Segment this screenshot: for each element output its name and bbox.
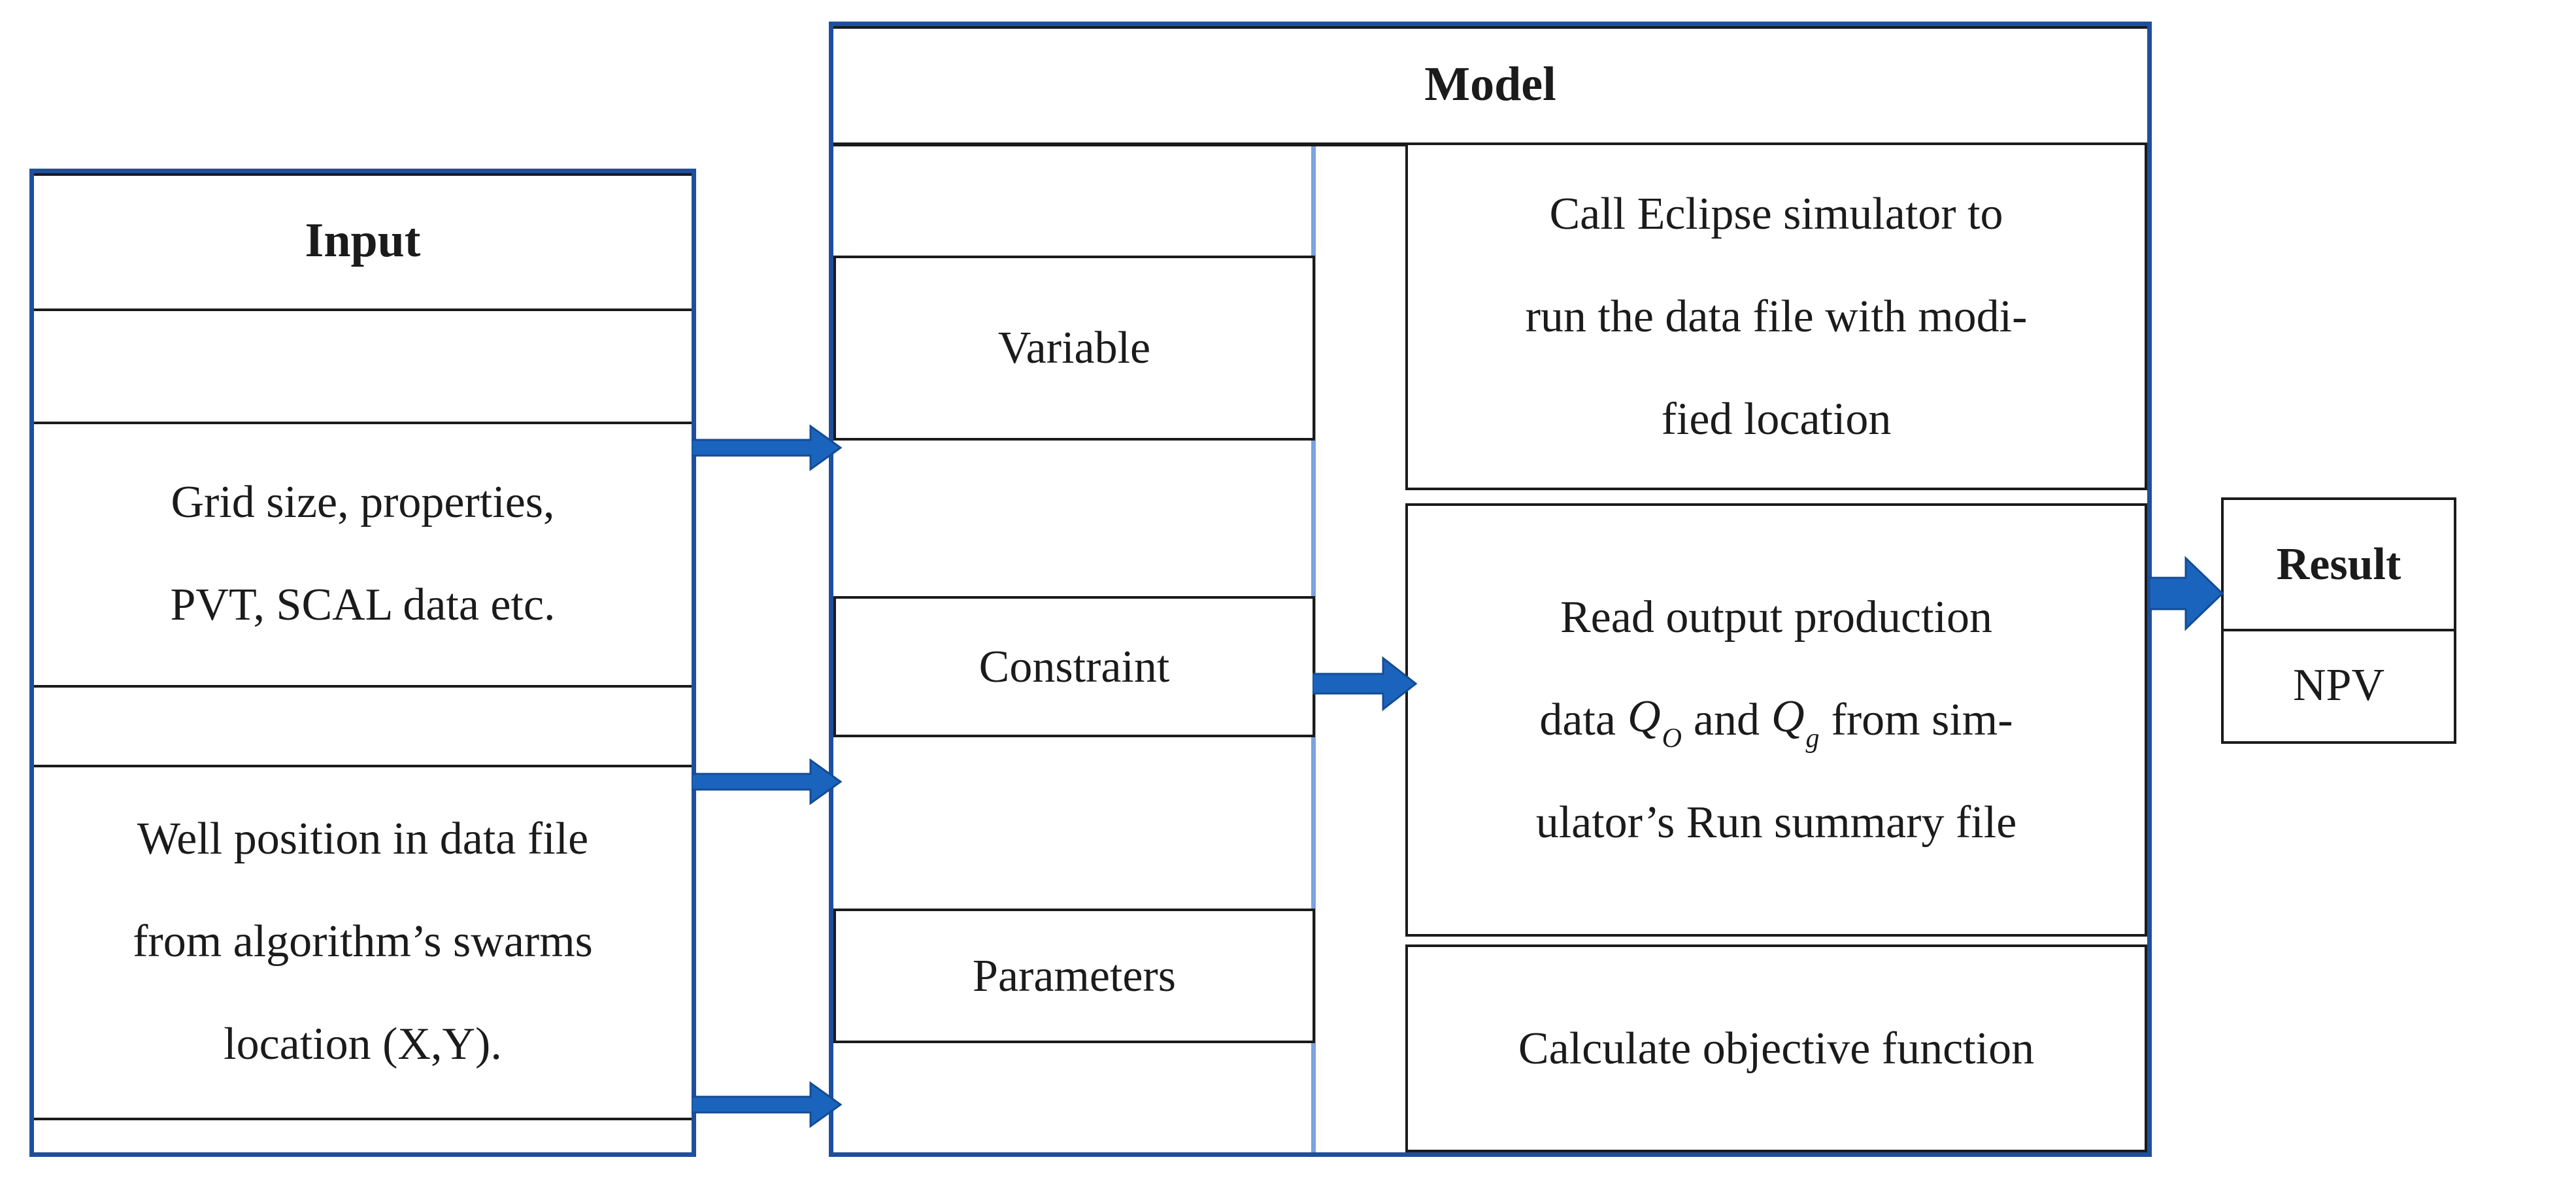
constraint-label: Constraint: [979, 641, 1170, 692]
row-divider: [34, 309, 692, 311]
arrow-input-to-model-bottom: [692, 1081, 842, 1128]
row-divider: [34, 1118, 692, 1120]
arrow-constraint-to-read: [1313, 656, 1417, 712]
read-output-line2-mid: and: [1693, 695, 1760, 745]
input-well-line2: from algorithm’s swarms: [133, 916, 593, 967]
input-grid-line1: Grid size, properties,: [171, 476, 555, 527]
call-eclipse-line2: run the data file with modi-: [1525, 291, 2028, 342]
model-header-cell: Model: [833, 26, 2147, 142]
q-oil-subscript: O: [1662, 724, 1682, 754]
read-output-box: Read output production data QO and Qg fr…: [1405, 503, 2147, 937]
input-grid-line2: PVT, SCAL data etc.: [170, 579, 556, 630]
row-divider: [34, 685, 692, 688]
input-well-line3: location (X,Y).: [224, 1018, 502, 1069]
result-header-cell: Result: [2224, 500, 2454, 629]
call-eclipse-line3: fied location: [1661, 393, 1892, 444]
input-inner-border: [34, 173, 692, 176]
row-divider: [34, 422, 692, 424]
input-well-row: Well position in data file from algorith…: [34, 765, 692, 1118]
calc-objective-box: Calculate objective function: [1405, 944, 2147, 1152]
parameters-box: Parameters: [833, 909, 1315, 1043]
model-box: Model Variable Constraint Parameters Cal…: [829, 22, 2152, 1157]
arrow-model-to-result: [2149, 556, 2224, 631]
result-title: Result: [2276, 539, 2401, 590]
calc-objective-line1: Calculate objective function: [1518, 1023, 2035, 1074]
result-value-cell: NPV: [2224, 629, 2454, 741]
result-box: Result NPV: [2221, 497, 2456, 744]
read-output-line1: Read output production: [1560, 592, 1992, 643]
input-well-line1: Well position in data file: [137, 813, 589, 864]
input-grid-row: Grid size, properties, PVT, SCAL data et…: [34, 422, 692, 685]
call-eclipse-line1: Call Eclipse simulator to: [1549, 188, 2003, 239]
row-divider: [34, 765, 692, 767]
read-output-line3: ulator’s Run summary file: [1535, 797, 2017, 848]
arrow-input-to-model-middle: [692, 758, 842, 805]
constraint-box: Constraint: [833, 596, 1315, 737]
q-gas-term: Qg: [1771, 665, 1820, 775]
input-box: Input Grid size, properties, PVT, SCAL d…: [29, 169, 696, 1157]
read-output-line2: data QO and Qg from sim-: [1539, 669, 2013, 771]
variable-label: Variable: [997, 323, 1151, 373]
read-output-line2-post: from sim-: [1831, 695, 2013, 745]
result-value: NPV: [2292, 659, 2385, 710]
input-title: Input: [305, 214, 421, 267]
q-gas-symbol: Q: [1771, 692, 1805, 742]
model-inner-border: [833, 26, 2147, 29]
q-oil-symbol: Q: [1628, 692, 1661, 742]
input-header-cell: Input: [34, 173, 692, 309]
model-title: Model: [1424, 57, 1556, 111]
call-eclipse-box: Call Eclipse simulator to run the data f…: [1405, 142, 2147, 490]
arrow-input-to-model-top: [692, 424, 842, 471]
variable-box: Variable: [833, 256, 1315, 441]
q-gas-subscript: g: [1805, 724, 1820, 754]
q-oil-term: QO: [1628, 665, 1682, 775]
read-output-line2-pre: data: [1539, 695, 1616, 745]
result-divider: [2224, 629, 2454, 631]
parameters-label: Parameters: [973, 950, 1176, 1001]
